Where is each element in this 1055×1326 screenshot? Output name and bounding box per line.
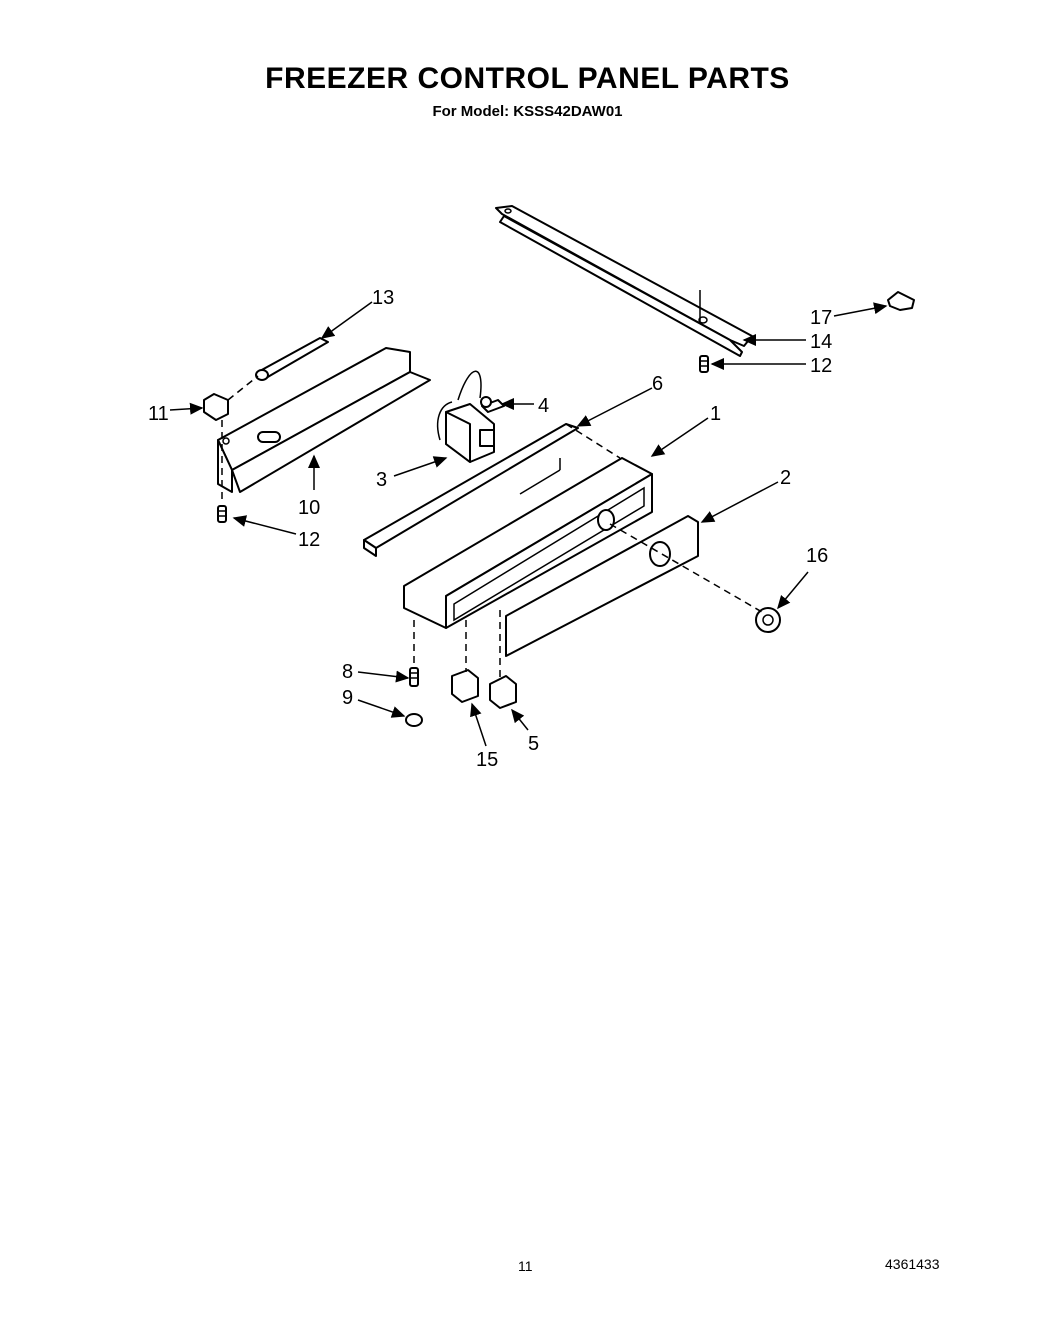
page-number: 11	[518, 1258, 533, 1274]
callout-3: 3	[376, 469, 387, 491]
part-12-screw-upper	[699, 355, 709, 373]
part-5-switch	[489, 675, 517, 709]
callout-17: 17	[810, 307, 832, 329]
callout-10: 10	[298, 497, 320, 519]
part-17-clip	[887, 291, 915, 311]
callout-8: 8	[342, 661, 353, 683]
leader-lines	[169, 301, 888, 747]
callout-14: 14	[810, 331, 832, 353]
callout-16: 16	[806, 545, 828, 567]
part-16-knob	[755, 607, 781, 633]
callout-labels: 1 2 3 4 5 6 8 9 10 11 12 12 13 14 15 16 …	[148, 287, 832, 771]
part-4-screw	[480, 396, 505, 413]
part-6-gasket-strip	[363, 423, 579, 557]
part-11-clip	[203, 393, 229, 421]
part-1-control-housing	[403, 457, 653, 629]
model-subtitle: For Model: KSSS42DAW01	[432, 103, 623, 120]
callout-9: 9	[342, 687, 353, 709]
callout-2: 2	[780, 467, 791, 489]
callout-11: 11	[148, 403, 169, 425]
part-9-nut	[405, 713, 423, 727]
part-3-thermostat	[436, 370, 495, 463]
part-8-screw	[409, 667, 419, 687]
page-title: FREEZER CONTROL PANEL PARTS	[265, 62, 790, 95]
part-13-sensor-tube	[255, 337, 329, 381]
callout-1: 1	[710, 403, 721, 425]
callout-5: 5	[528, 733, 539, 755]
part-14-top-bracket	[495, 205, 753, 357]
callout-12-upper: 12	[810, 355, 832, 377]
document-number: 4361433	[885, 1256, 940, 1272]
part-15-switch	[451, 669, 479, 703]
part-2-face-panel	[505, 515, 699, 657]
callout-15: 15	[476, 749, 498, 771]
callout-6: 6	[652, 373, 663, 395]
part-12-screw-lower	[217, 505, 227, 523]
callout-13: 13	[372, 287, 394, 309]
assembly-lines	[221, 375, 763, 680]
callout-12-lower: 12	[298, 529, 320, 551]
part-10-left-bracket	[217, 347, 431, 493]
callout-4: 4	[538, 395, 549, 417]
